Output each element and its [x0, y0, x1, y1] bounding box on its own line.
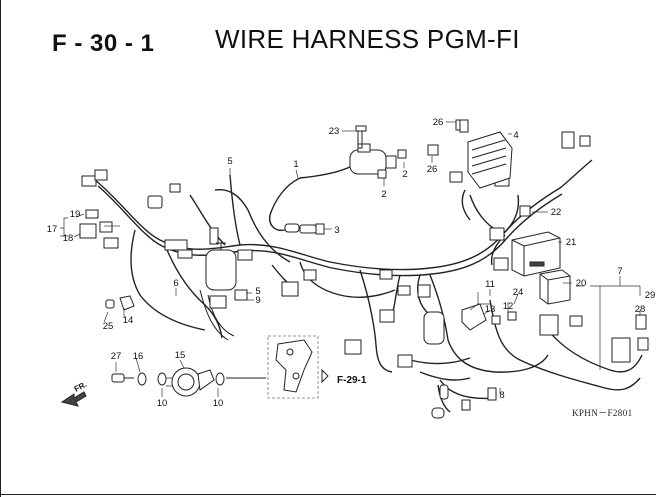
- section-number: F - 30 - 1: [52, 30, 155, 57]
- callout-22: 22: [551, 207, 562, 218]
- crossref-label: F-29-1: [337, 375, 367, 386]
- callout-23: 23: [329, 126, 340, 137]
- frame-border-left: [0, 0, 1, 497]
- front-direction-arrow: [60, 391, 87, 407]
- drawing-code: KPHN－F2801: [572, 408, 633, 418]
- callout-10-right: 10: [213, 398, 224, 409]
- callout-1: 1: [293, 159, 298, 170]
- callout-8: 8: [499, 390, 504, 401]
- callout-16: 16: [133, 351, 144, 362]
- callout-labels: 1 2 2 3 4 5 5 6 7 8 9 10 10 11 12 13 14 …: [47, 117, 656, 409]
- diagram-title: WIRE HARNESS PGM-FI: [215, 24, 520, 54]
- ignition-coil: [268, 143, 397, 235]
- callout-28: 28: [635, 304, 646, 315]
- callout-18: 18: [63, 233, 74, 244]
- callout-17: 17: [47, 224, 58, 235]
- callout-10-left: 10: [157, 398, 168, 409]
- callout-20: 20: [576, 278, 587, 289]
- relay: [539, 269, 571, 305]
- callout-19: 19: [70, 209, 81, 220]
- callout-2-lower: 2: [381, 189, 386, 200]
- callout-3: 3: [334, 225, 339, 236]
- callout-26-lower: 26: [427, 164, 438, 175]
- front-direction-label: FR.: [73, 380, 89, 394]
- callout-5-upper: 5: [227, 156, 232, 167]
- callout-12: 12: [503, 301, 514, 312]
- callout-29: 29: [645, 290, 656, 301]
- callout-6: 6: [173, 278, 178, 289]
- horn: [166, 367, 215, 397]
- callout-25: 25: [103, 321, 114, 332]
- callout-4: 4: [513, 130, 518, 141]
- callout-2-upper: 2: [402, 169, 407, 180]
- callout-26-upper: 26: [433, 117, 444, 128]
- group-brackets: [60, 217, 641, 370]
- callout-21: 21: [566, 237, 577, 248]
- callout-27: 27: [111, 351, 122, 362]
- harness-connectors: [79, 131, 649, 419]
- callout-5-lower: 5: [255, 286, 260, 297]
- leader-lines: [73, 121, 641, 397]
- callout-14: 14: [123, 315, 134, 326]
- callout-11: 11: [485, 279, 495, 290]
- callout-9: 9: [255, 295, 260, 306]
- callout-24: 24: [513, 287, 524, 298]
- fuel-filter: [205, 242, 445, 345]
- callout-7: 7: [617, 266, 622, 277]
- hardware-parts: [105, 119, 531, 386]
- frame-border-bottom: [0, 494, 656, 495]
- bracket-crossref: [226, 335, 329, 399]
- callout-13: 13: [485, 304, 496, 315]
- callout-15: 15: [175, 350, 186, 361]
- ecm-unit: [511, 231, 561, 277]
